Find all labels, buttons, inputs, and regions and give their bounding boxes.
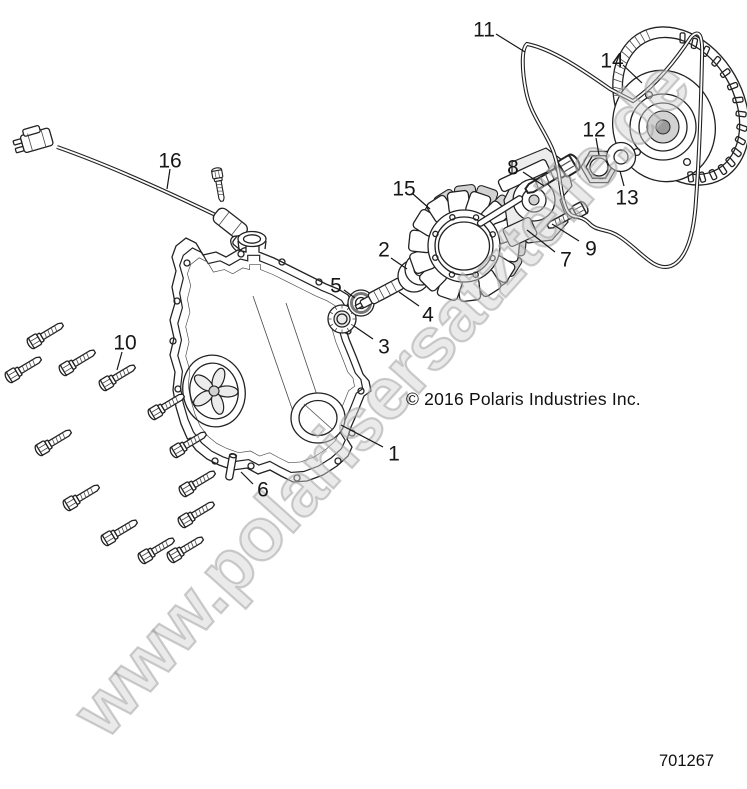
callout-label-4: 4 [422,304,434,327]
dowel-pin-part-6 [225,452,238,481]
connector [12,125,54,154]
callout-label-15: 15 [392,178,415,201]
stator-cover-part-1 [169,230,372,483]
plug-part-3 [327,304,357,334]
copyright-text: © 2016 Polaris Industries Inc. [406,389,641,409]
gasket-part-11 [520,31,705,270]
callout-label-6: 6 [257,479,269,502]
callout-label-16: 16 [158,150,181,173]
diagram-part-number: 701267 [659,752,715,770]
callout-label-1: 1 [388,443,400,466]
sensor-part-16 [12,125,251,259]
callout-label-8: 8 [507,157,519,180]
impeller [182,354,246,428]
callout-label-9: 9 [585,238,597,261]
stud-rod [476,195,524,227]
washer-part-13 [605,141,637,173]
cover-cap [237,230,267,250]
shaft-part-4 [354,277,405,311]
callout-label-13: 13 [615,187,638,210]
callout-label-11: 11 [473,19,495,42]
callout-label-2: 2 [378,239,390,262]
callout-label-14: 14 [600,50,624,73]
callout-label-7: 7 [560,249,572,272]
callout-label-12: 12 [582,119,605,142]
flywheel-part-14 [611,26,747,186]
cover-opening [290,392,346,444]
callout-label-3: 3 [378,336,390,359]
callout-label-5: 5 [330,275,342,298]
callout-label-10: 10 [113,332,136,355]
